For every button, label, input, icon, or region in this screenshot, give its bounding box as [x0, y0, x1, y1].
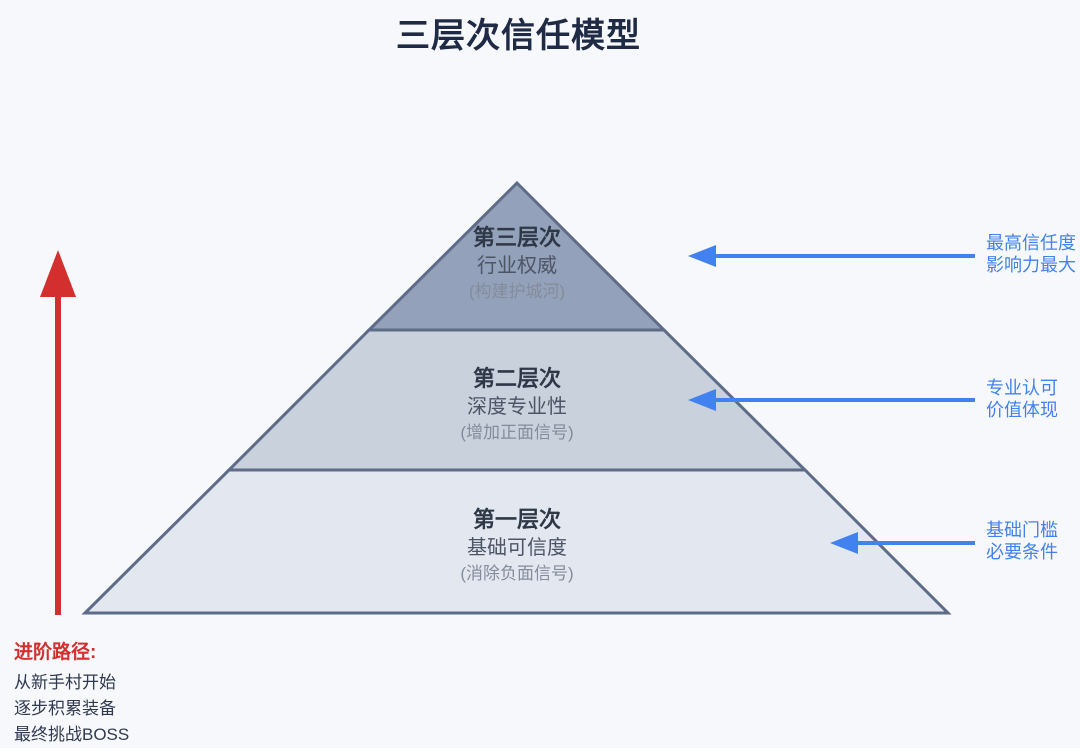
level-2-subtitle: 深度专业性: [466, 396, 567, 418]
level-1-note: (消除负面信号): [460, 564, 574, 583]
annotation-level-1: 基础门槛 必要条件: [986, 519, 1080, 563]
annotation-level-2-line1: 专业认可: [986, 378, 1058, 398]
level-3-title: 第三层次: [472, 225, 562, 250]
annotation-level-3-line2: 影响力最大: [986, 255, 1076, 275]
pyramid-tier-1-shape: [81, 468, 952, 615]
annotation-arrow-middle-head: [688, 389, 716, 411]
annotation-level-2: 专业认可 价值体现: [986, 377, 1080, 421]
progression-step-2: 逐步积累装备: [14, 699, 116, 718]
pyramid-level-1-text: 第一层次 基础可信度 (消除负面信号): [460, 506, 573, 586]
annotation-arrow-bottom-head: [830, 532, 858, 554]
progression-arrow-head: [40, 250, 76, 297]
level-1-title: 第一层次: [472, 507, 562, 532]
level-2-title: 第二层次: [472, 366, 562, 391]
annotation-arrow-top-head: [688, 245, 716, 267]
pyramid-level-3-text: 第三层次 行业权威 (构建护城河): [469, 224, 565, 304]
page-title: 三层次信任模型: [396, 17, 641, 55]
pyramid-level-2-text: 第二层次 深度专业性 (增加正面信号): [460, 365, 573, 445]
level-3-note: (构建护城河): [468, 282, 566, 301]
progression-note: 进阶路径: 从新手村开始 逐步积累装备 最终挑战BOSS: [14, 640, 129, 748]
annotation-level-1-line2: 必要条件: [986, 542, 1058, 562]
level-3-subtitle: 行业权威: [476, 255, 557, 277]
level-2-note: (增加正面信号): [460, 423, 574, 442]
progression-step-1: 从新手村开始: [14, 673, 116, 692]
annotation-level-2-line2: 价值体现: [986, 400, 1058, 420]
progression-step-3: 最终挑战BOSS: [14, 725, 130, 744]
annotation-level-3: 最高信任度 影响力最大: [986, 232, 1080, 276]
annotation-level-3-line1: 最高信任度: [986, 233, 1076, 253]
annotation-level-1-line1: 基础门槛: [986, 520, 1058, 540]
progression-arrow-shaft: [55, 294, 61, 615]
progression-heading: 进阶路径:: [14, 642, 97, 663]
level-1-subtitle: 基础可信度: [466, 537, 567, 559]
